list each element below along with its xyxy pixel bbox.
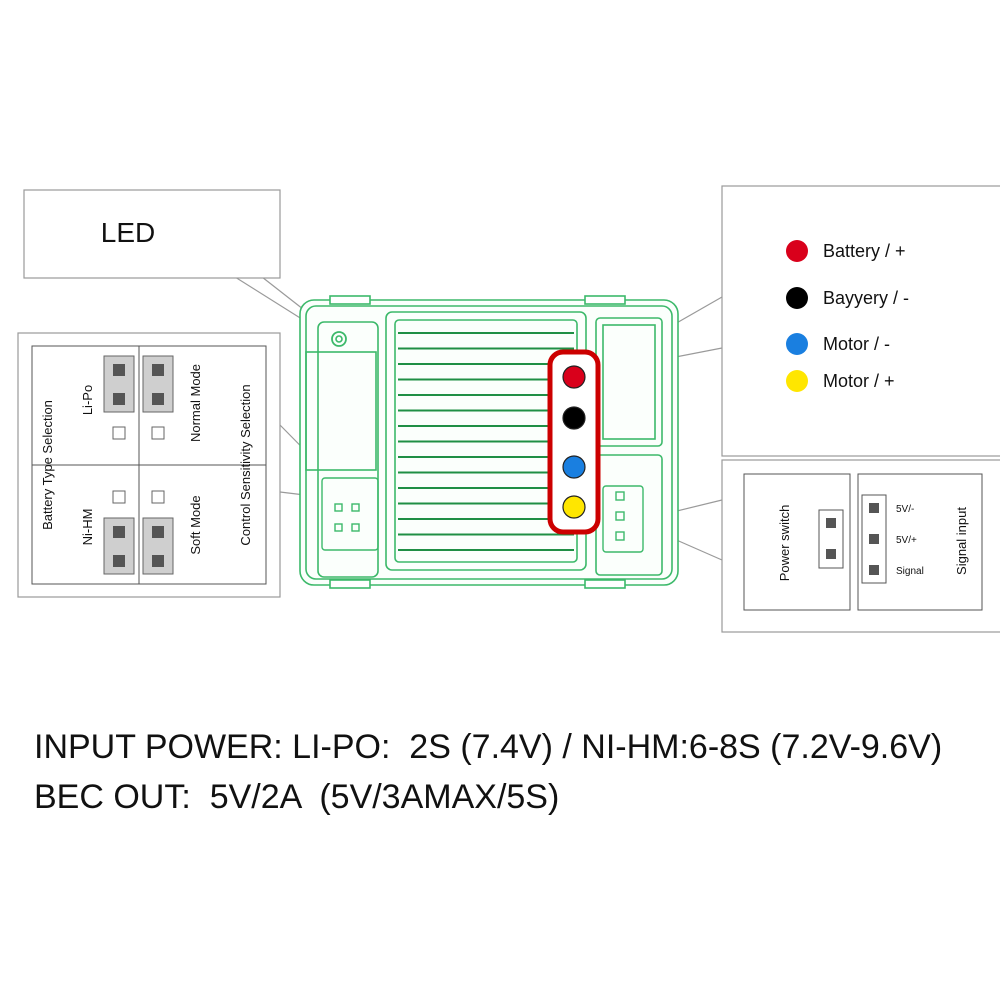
nihm-jumper <box>103 490 135 575</box>
legend-label: Motor / + <box>823 371 895 391</box>
pin-label-5v-minus: 5V/- <box>896 504 914 515</box>
normal-mode-jumper <box>142 355 174 440</box>
yellow-dot-icon <box>786 370 808 392</box>
signal-input-connector <box>861 494 887 584</box>
pad-motor-plus <box>562 495 586 519</box>
legend-item-motor-plus: Motor / + <box>786 370 895 392</box>
led-indicator <box>331 331 347 347</box>
heatsink-fins <box>398 332 574 551</box>
power-switch-label: Power switch <box>777 505 792 582</box>
lipo-jumper <box>103 355 135 440</box>
legend-item-battery-plus: Battery / + <box>786 240 906 262</box>
soft-mode-jumper <box>142 490 174 575</box>
pin-label-5v-plus: 5V/+ <box>896 535 917 546</box>
power-switch-connector <box>818 509 844 569</box>
red-dot-icon <box>786 240 808 262</box>
blue-dot-icon <box>786 333 808 355</box>
pad-motor-minus <box>562 455 586 479</box>
input-power-spec: INPUT POWER: LI-PO: 2S (7.4V) / NI-HM:6-… <box>34 728 943 766</box>
nihm-label: Ni-HM <box>80 509 95 546</box>
sensitivity-title: Control Sensitivity Selection <box>238 384 253 545</box>
soft-mode-label: Soft Mode <box>188 495 203 554</box>
led-label: LED <box>101 217 155 248</box>
connector-callout: Power switch 5V/- 5V/+ Signal Signal inp… <box>721 459 1000 633</box>
led-callout: LED <box>23 189 281 279</box>
wire-pads-highlight <box>547 349 601 535</box>
bec-out-spec: BEC OUT: 5V/2A (5V/3AMAX/5S) <box>34 778 560 816</box>
signal-connector-board <box>602 485 644 553</box>
legend-label: Battery / + <box>823 241 906 261</box>
legend-item-battery-minus: Bayyery / - <box>786 287 909 309</box>
wire-pads <box>547 349 601 535</box>
signal-input-label: Signal input <box>954 507 969 575</box>
legend-item-motor-minus: Motor / - <box>786 333 890 355</box>
battery-type-title: Battery Type Selection <box>40 400 55 530</box>
pad-battery-plus <box>562 365 586 389</box>
pin-label-signal: Signal <box>896 566 924 577</box>
lipo-label: Li-Po <box>80 385 95 415</box>
power-switch-connector-board <box>321 477 379 551</box>
legend-label: Bayyery / - <box>823 288 909 308</box>
wire-legend-callout: Battery / + Bayyery / - Motor / - Motor … <box>721 185 1000 457</box>
black-dot-icon <box>786 287 808 309</box>
normal-mode-label: Normal Mode <box>188 364 203 442</box>
pad-battery-minus <box>562 406 586 430</box>
jumper-settings-callout: Battery Type Selection Li-Po Ni-HM Norma… <box>17 332 281 598</box>
legend-label: Motor / - <box>823 334 890 354</box>
